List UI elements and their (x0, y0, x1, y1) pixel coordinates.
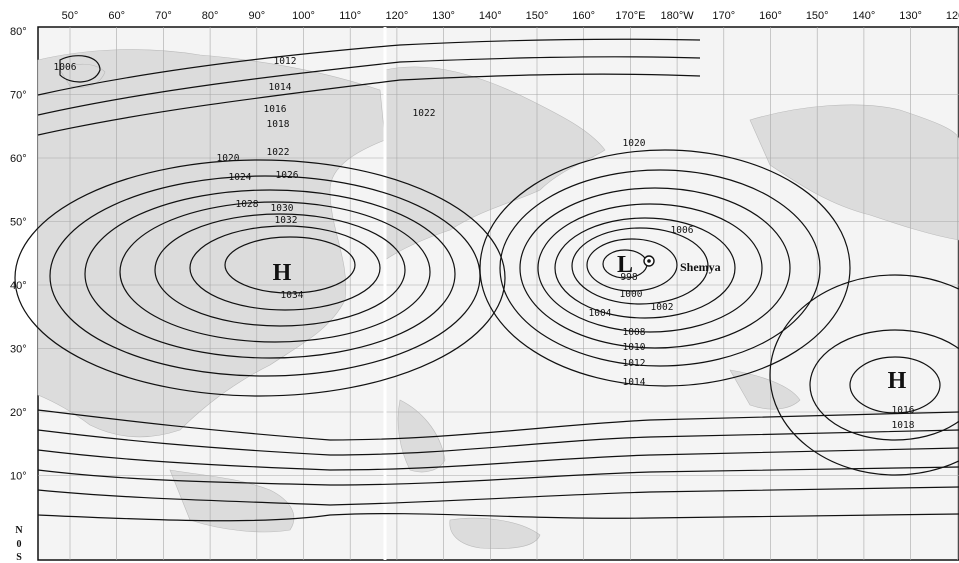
latitude-label: 50° (10, 217, 27, 229)
isobar-label: 1022 (267, 147, 290, 158)
longitude-label: 130° (899, 10, 922, 22)
isobar-label: 1014 (269, 82, 292, 93)
low-pressure-center: L (617, 252, 633, 278)
longitude-label: 120° (946, 10, 959, 22)
north-label: N (15, 525, 23, 536)
isobar (571, 227, 709, 305)
longitude-label: 110° (339, 10, 361, 22)
latitude-label: 30° (10, 344, 27, 356)
isobar-label: 1008 (623, 327, 646, 338)
isobar (479, 149, 851, 387)
isobar-labels: 1006 1012 1014 1016 1018 1020 1022 1024 … (54, 56, 915, 431)
isobar (14, 159, 506, 397)
isobar (119, 201, 431, 343)
isobar-label: 1012 (623, 358, 646, 369)
isobar-label: 1028 (236, 199, 259, 210)
isobar-label: 1018 (267, 119, 290, 130)
high-pressure-center: H (888, 368, 907, 394)
isobar-label: 1024 (229, 172, 252, 183)
isobar-label: 1002 (651, 302, 674, 313)
high-pressure-center: H (273, 260, 292, 286)
latitude-label: 60° (10, 153, 27, 165)
equator-labels: N 0 S (15, 525, 23, 563)
land-masses (37, 49, 959, 549)
isobar (499, 169, 821, 367)
isobar (224, 236, 356, 294)
isobar (37, 486, 959, 506)
south-label: S (16, 552, 22, 563)
latitude-label: 70° (10, 90, 27, 102)
station-label: Shemya (680, 260, 721, 274)
longitude-label: 120° (386, 10, 409, 22)
isobar-label: 1010 (623, 342, 646, 353)
isobar (37, 466, 959, 486)
isobar-label: 1034 (281, 290, 304, 301)
isobar-label: 1004 (589, 308, 612, 319)
longitude-label: 170° (712, 10, 735, 22)
graticule (38, 27, 959, 560)
isobar-label: 1020 (217, 153, 240, 164)
longitude-label: 130° (432, 10, 455, 22)
isobar (37, 512, 959, 522)
isobar-label: 1006 (54, 62, 77, 73)
isobar (37, 38, 701, 96)
longitude-label: 50° (62, 10, 79, 22)
longitude-label: 60° (108, 10, 125, 22)
isobar-label: 1018 (892, 420, 915, 431)
latitude-label: 20° (10, 407, 27, 419)
isobar (537, 203, 763, 333)
isobar (37, 409, 959, 441)
isobar (154, 213, 406, 327)
longitude-label: 170°E (615, 10, 645, 22)
isobar (59, 55, 101, 83)
latitude-label: 10° (10, 471, 27, 483)
longitude-label: 100° (292, 10, 315, 22)
isobar (769, 274, 959, 476)
isobars (14, 38, 959, 522)
isobar (37, 447, 959, 471)
isobar-label: 998 (620, 272, 637, 283)
longitude-label: 70° (155, 10, 172, 22)
longitude-label: 150° (526, 10, 549, 22)
equator-zero-label: 0 (17, 539, 22, 550)
latitude-labels: 80° 70° 60° 50° 40° 30° 20° 10° (10, 26, 27, 483)
longitude-label: 180°W (661, 10, 695, 22)
isobar (809, 329, 959, 441)
latitude-label: 80° (10, 26, 27, 38)
longitude-label: 90° (248, 10, 265, 22)
latitude-label: 40° (10, 280, 27, 292)
isobar-label: 1006 (671, 225, 694, 236)
isobar-label: 1032 (275, 215, 298, 226)
isobar (84, 189, 456, 359)
longitude-labels: 50° 60° 70° 80° 90° 100° 110° 120° 130° 140° 150° 1… (62, 10, 959, 22)
longitude-label: 140° (479, 10, 502, 22)
isobar-label: 1016 (892, 405, 915, 416)
longitude-label: 80° (202, 10, 219, 22)
isobar-label: 1026 (276, 170, 299, 181)
isobar (37, 56, 701, 116)
longitude-label: 140° (853, 10, 876, 22)
isobar (554, 217, 736, 319)
isobar (37, 73, 701, 136)
isobar-label: 1030 (271, 203, 294, 214)
isobar-label: 1014 (623, 377, 646, 388)
isobar (189, 225, 381, 311)
isobar (849, 356, 941, 414)
longitude-label: 160° (572, 10, 595, 22)
isobar (519, 187, 791, 349)
isobar-label: 1012 (274, 56, 297, 67)
isobar-label: 1022 (413, 108, 436, 119)
longitude-label: 150° (806, 10, 829, 22)
isobar (586, 238, 678, 292)
isobar (37, 429, 959, 456)
isobar-label: 1020 (623, 138, 646, 149)
isobar-label: 1000 (620, 289, 643, 300)
isobar-label: 1016 (264, 104, 287, 115)
longitude-label: 160° (759, 10, 782, 22)
station-marker (643, 255, 655, 267)
